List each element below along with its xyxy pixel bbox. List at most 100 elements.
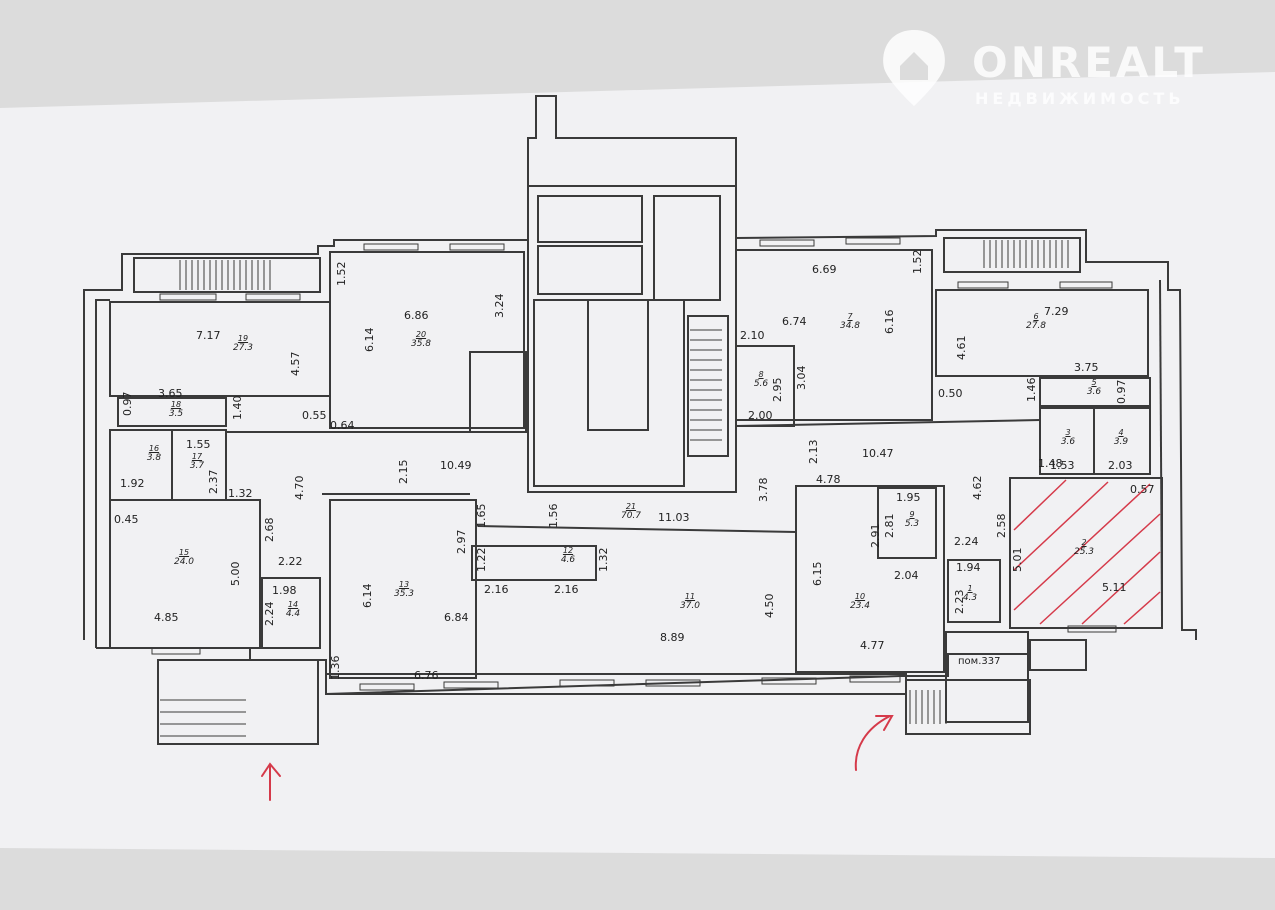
dimension-label: 4.70 xyxy=(293,475,306,501)
dimension-label: 3.65 xyxy=(158,387,183,400)
dimension-label: 6.69 xyxy=(812,263,837,276)
dimension-label: 1.40 xyxy=(231,395,244,421)
room-number: 10 xyxy=(854,592,866,601)
room-number: 8 xyxy=(758,370,764,379)
room-number: 6 xyxy=(1033,312,1039,321)
dimension-label: 1.32 xyxy=(228,487,253,500)
dimension-label: 1.36 xyxy=(329,655,342,681)
dimension-label: 2.10 xyxy=(740,329,765,342)
room-number: 21 xyxy=(625,502,637,511)
room-number: 15 xyxy=(178,548,190,557)
dimension-label: 1.55 xyxy=(186,438,211,451)
room-area: 4.3 xyxy=(962,593,978,603)
dimension-label: 4.85 xyxy=(154,611,179,624)
room-number: 5 xyxy=(1091,378,1097,387)
dimension-label: 0.55 xyxy=(302,409,327,422)
room-area: 4.6 xyxy=(560,555,576,565)
dimension-label: 1.46 xyxy=(1025,377,1038,403)
dimension-label: 2.97 xyxy=(455,529,468,555)
room-area: 3.7 xyxy=(189,461,205,471)
dimension-label: 2.03 xyxy=(1108,459,1133,472)
dimension-label: 3.24 xyxy=(493,293,506,319)
room-number: 7 xyxy=(847,312,853,321)
room-area: 24.0 xyxy=(173,557,195,567)
dimension-label: 7.17 xyxy=(196,329,221,342)
dimension-label: 6.15 xyxy=(811,561,824,587)
dimension-label: 3.75 xyxy=(1074,361,1099,374)
watermark-name: ONREALT xyxy=(972,38,1206,87)
highlighted-room-hatch xyxy=(1013,479,1161,625)
dimension-label: 0.97 xyxy=(121,391,134,417)
dimension-label: 1.56 xyxy=(547,503,560,529)
dimension-label: 6.84 xyxy=(444,611,469,624)
room-area: 3.6 xyxy=(1086,387,1102,397)
dimension-label: 1.95 xyxy=(896,491,921,504)
dimension-label: 2.24 xyxy=(263,601,276,627)
room-number: 4 xyxy=(1118,428,1124,437)
dimension-label: 3.04 xyxy=(795,365,808,391)
entrance-arrows xyxy=(261,715,894,801)
dimension-label: 8.89 xyxy=(660,631,685,644)
dimension-label: 2.37 xyxy=(207,469,220,495)
dimension-label: 6.74 xyxy=(782,315,807,328)
dimension-label: 2.23 xyxy=(953,589,966,615)
room-number: 19 xyxy=(237,334,249,343)
dimension-label: 1.48 xyxy=(1038,457,1063,470)
room-number: 1 xyxy=(967,584,973,593)
room-number: 17 xyxy=(191,452,203,461)
room-number: 16 xyxy=(148,444,160,453)
dimension-label: 6.14 xyxy=(363,327,376,353)
room-number: 2 xyxy=(1081,538,1087,547)
room-number: 20 xyxy=(415,330,427,339)
dimension-label: 0.57 xyxy=(1130,483,1155,496)
dimension-label: 2.81 xyxy=(883,513,896,539)
dimension-label: 2.91 xyxy=(869,523,882,549)
room-area: 3.9 xyxy=(1113,437,1129,447)
dimension-label: 4.62 xyxy=(971,475,984,501)
room-area: 3.8 xyxy=(146,453,162,463)
room-number: 9 xyxy=(909,510,915,519)
room-number: 11 xyxy=(684,592,696,601)
dimension-label: 2.16 xyxy=(554,583,579,596)
room-area: 70.7 xyxy=(620,511,642,521)
dimension-label: 5.00 xyxy=(229,561,242,587)
dimension-label: 3.78 xyxy=(757,477,770,503)
dimension-label: 10.49 xyxy=(440,459,472,472)
watermark-subtitle: НЕДВИЖИМОСТЬ xyxy=(975,89,1185,108)
dimension-label: 1.53 xyxy=(1050,459,1075,472)
dimension-label: 2.58 xyxy=(995,513,1008,539)
dimension-label: 1.32 xyxy=(597,547,610,573)
room-area: 3.6 xyxy=(1060,437,1076,447)
dimension-label: 1.65 xyxy=(475,503,488,529)
dimension-label: 4.61 xyxy=(955,335,968,361)
dimension-label: 6.16 xyxy=(883,309,896,335)
dimension-label: 0.45 xyxy=(114,513,139,526)
dimension-label: 4.77 xyxy=(860,639,885,652)
dimension-label: 5.01 xyxy=(1011,547,1024,573)
dimension-label: 5.11 xyxy=(1102,581,1127,594)
dimension-label: 0.97 xyxy=(1115,379,1128,405)
dimension-label: 2.22 xyxy=(278,555,303,568)
dimension-label: 2.68 xyxy=(263,517,276,543)
dimension-label: 0.50 xyxy=(938,387,963,400)
room-area: 5.6 xyxy=(753,379,769,389)
dimension-label: 2.13 xyxy=(807,439,820,465)
dimension-label: 1.98 xyxy=(272,584,297,597)
room-area: 35.8 xyxy=(410,339,432,349)
